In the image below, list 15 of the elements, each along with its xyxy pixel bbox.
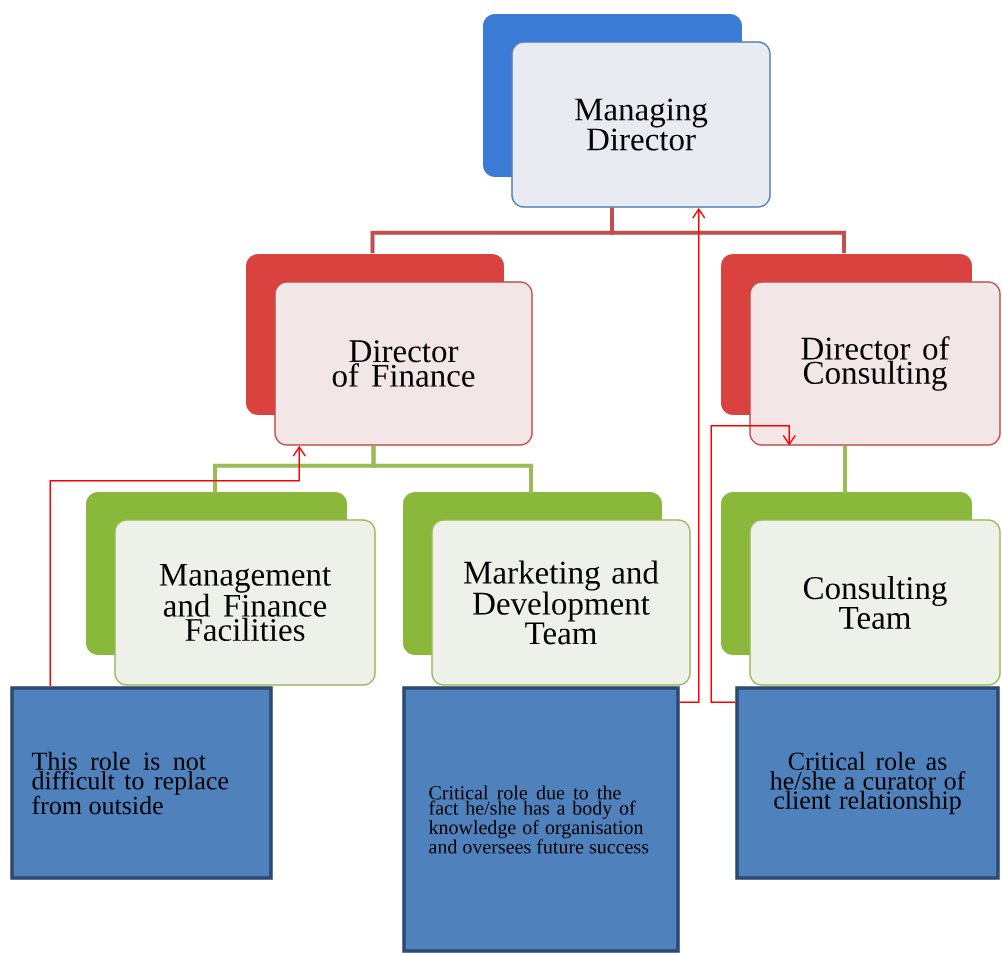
org-box: Director of Consulting [721, 254, 1001, 446]
note-box: This role is not difficult to replace from outside [10, 686, 273, 880]
org-box: Management and Finance Facilities [86, 492, 376, 686]
org-box: Consulting Team [721, 492, 1001, 686]
arrow [679, 207, 706, 703]
arrow [49, 445, 306, 687]
arrow [710, 425, 796, 703]
org-box: Managing Director [483, 14, 771, 208]
connector-line [610, 207, 846, 254]
note-box: Critical role due to the fact he/she has a body of knowledge of organisation and oversees future success [402, 686, 680, 953]
org-box: Marketing and Development Team [403, 492, 691, 686]
connector-line [843, 445, 847, 494]
note-box: Critical role as he/she a curator of client relationship [735, 686, 1000, 880]
org-box: Director of Finance [246, 254, 533, 446]
connector-line [371, 445, 533, 494]
